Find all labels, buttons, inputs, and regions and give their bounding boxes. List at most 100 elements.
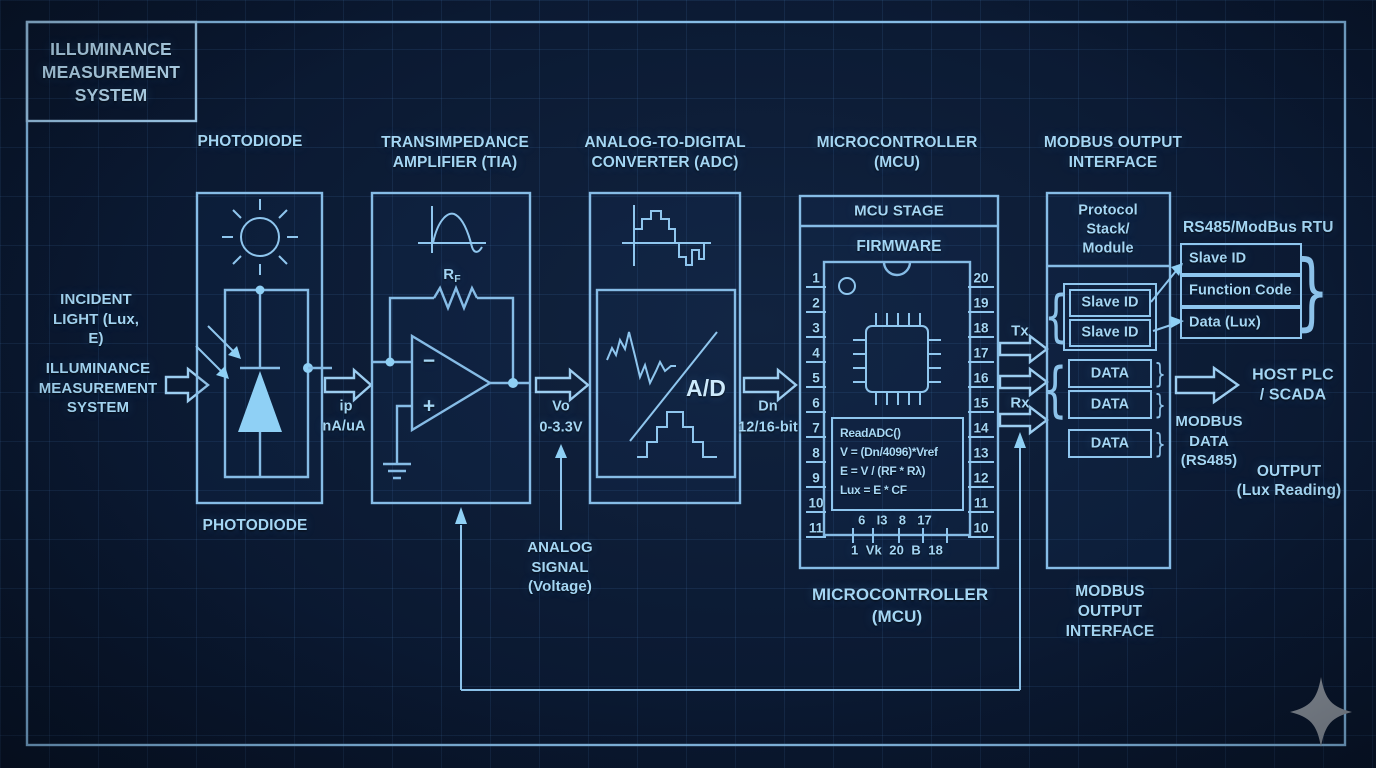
dn-arrow	[742, 367, 798, 403]
slave-id-label-2: Slave ID	[1081, 324, 1139, 341]
adc-symbol	[595, 288, 737, 479]
ip-arrow	[323, 367, 373, 403]
mcu-right-pin-16: 16	[973, 370, 989, 386]
analog-signal-arrow	[555, 444, 567, 530]
mcu-left-pin-5: 5	[812, 370, 820, 386]
mcu-stage-header-label: MCU STAGE	[854, 202, 944, 220]
protocol-header: Protocol Stack/ Module	[1078, 202, 1138, 257]
data-brace-left-icon: {	[1042, 355, 1068, 425]
data-box-1	[1068, 359, 1152, 388]
slave-id-label-1: Slave ID	[1081, 294, 1139, 311]
data-label-2: DATA	[1090, 396, 1130, 413]
sine-pulse-icon	[418, 206, 486, 253]
rf-main: R	[443, 266, 455, 284]
rf-label: RF	[443, 265, 460, 287]
host-arrow	[1174, 365, 1241, 405]
stage-header-photodiode: PHOTODIODE	[197, 132, 303, 150]
feedback-resistor	[388, 284, 515, 383]
modbus-data-label: MODBUS DATA (RS485)	[1175, 412, 1243, 469]
mcu-caption: MICROCONTROLLER (MCU)	[812, 584, 989, 626]
sparkle-icon	[1290, 677, 1352, 747]
uart-arrow	[998, 366, 1049, 398]
rx-label: Rx	[1010, 394, 1030, 412]
rs485-row-function-code: Function Code	[1189, 282, 1292, 299]
mcu-right-pin-11: 11	[973, 495, 989, 511]
system-input-label: ILLUMINANCE MEASUREMENT SYSTEM	[38, 359, 158, 416]
mcu-right-pin-14: 14	[973, 420, 989, 436]
mcu-left-pin-1: 1	[812, 270, 820, 286]
photodiode-block	[195, 191, 332, 505]
adc-block	[588, 191, 742, 505]
mcu-left-pin-4: 4	[812, 345, 820, 361]
data-box-2	[1068, 390, 1152, 419]
light-ray-icon	[195, 325, 241, 379]
page-title: ILLUMINANCE MEASUREMENT SYSTEM	[41, 38, 181, 105]
dn-unit-label: 12/16-bit	[738, 419, 798, 436]
rs485-table	[1180, 243, 1302, 339]
host-label-line1: HOST PLC	[1252, 366, 1334, 384]
incident-light-label: INCIDENT LIGHT (Lux, E)	[52, 290, 140, 347]
data-brace-right-icon-1: }	[1154, 357, 1166, 390]
slave-id-group-box	[1063, 283, 1157, 351]
tx-arrow	[998, 333, 1049, 365]
code-line-2: V = (Dn/4096)*Vref	[840, 445, 938, 459]
mcu-right-pin-17: 17	[973, 345, 989, 361]
stage-header-modbus: MODBUS OUTPUT INTERFACE	[1043, 133, 1183, 171]
ground-icon	[383, 462, 411, 480]
bottom-pin-stubs	[852, 528, 948, 543]
digital-waveform-icon	[622, 205, 711, 266]
mcu-right-pin-20: 20	[973, 270, 989, 286]
dn-label: Dn	[758, 398, 778, 415]
data-label-3: DATA	[1090, 435, 1130, 452]
data-label-1: DATA	[1090, 365, 1130, 382]
mcu-left-pin-9: 9	[812, 470, 820, 486]
mcu-bottom-pin-row-1: 6 I3 8 17	[858, 512, 932, 528]
mcu-bottom-pin-row-2: 1 Vk 20 B 18	[851, 542, 943, 558]
mcu-left-pin-6: 6	[812, 395, 820, 411]
output-label-line1: OUTPUT	[1256, 462, 1322, 480]
stage-header-adc: ANALOG-TO-DIGITAL CONVERTER (ADC)	[584, 133, 746, 171]
stage-header-tia: TRANSIMPEDANCE AMPLIFIER (TIA)	[381, 133, 529, 171]
mcu-left-pin-8: 8	[812, 445, 820, 461]
sun-icon	[222, 199, 298, 275]
mcu-right-pin-10: 10	[973, 520, 989, 536]
ip-unit-label: nA/uA	[322, 418, 366, 435]
dip-chip	[806, 260, 994, 543]
mcu-left-pin-7: 7	[812, 420, 820, 436]
right-pin-stubs	[968, 286, 994, 538]
slave-brace-left-icon: {	[1044, 284, 1068, 349]
code-line-1: ReadADC()	[840, 426, 901, 440]
output-label-line2: (Lux Reading)	[1236, 481, 1342, 499]
vo-unit-label: 0-3.3V	[539, 419, 583, 436]
photodiode-caption: PHOTODIODE	[202, 516, 308, 534]
opamp-plus-label: +	[422, 394, 436, 418]
data-box-3	[1068, 429, 1152, 458]
data-brace-right-icon-2: }	[1154, 388, 1166, 421]
mcu-left-pin-10: 10	[808, 495, 824, 511]
mcu-right-pin-19: 19	[973, 295, 989, 311]
mcu-right-pin-12: 12	[973, 470, 989, 486]
rx-arrow	[998, 404, 1049, 436]
mcu-left-pin-3: 3	[812, 320, 820, 336]
photodiode-symbol	[195, 285, 332, 479]
outer-frame	[25, 20, 1347, 747]
host-label-line2: / SCADA	[1259, 386, 1327, 404]
ad-label: A/D	[686, 375, 726, 402]
rs485-header: RS485/ModBus RTU	[1183, 218, 1334, 236]
vo-label: Vo	[552, 398, 570, 415]
rs485-brace-icon: }	[1294, 242, 1330, 340]
feedback-line	[455, 432, 1026, 691]
mcu-left-pin-2: 2	[812, 295, 820, 311]
mcu-right-pin-18: 18	[973, 320, 989, 336]
code-line-4: Lux = E * CF	[840, 483, 907, 497]
tx-label: Tx	[1011, 322, 1029, 340]
rf-sub: F	[454, 273, 461, 286]
opamp-minus-label: −	[422, 349, 436, 373]
opamp-icon	[372, 333, 530, 480]
mcu-left-pin-11: 11	[808, 520, 824, 536]
vo-arrow	[534, 367, 590, 403]
mcu-right-pin-13: 13	[973, 445, 989, 461]
mcu-stage-box	[798, 194, 1000, 570]
